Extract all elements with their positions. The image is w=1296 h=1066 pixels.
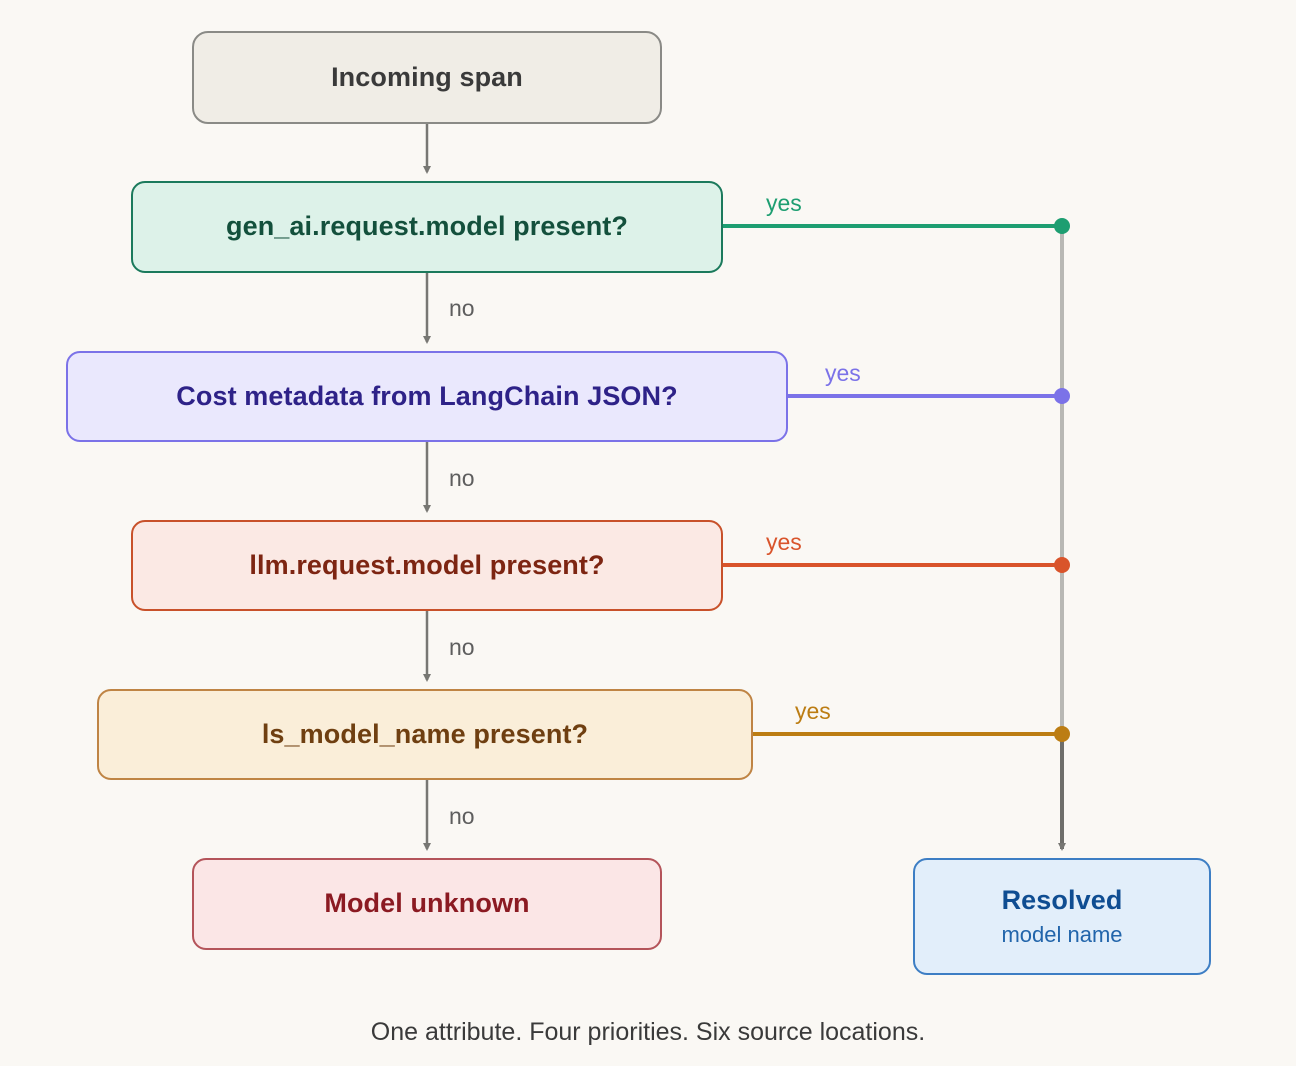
- node-genai-request-model[interactable]: gen_ai.request.model present?: [131, 181, 723, 273]
- edge-yes-4-endpoint: [1054, 726, 1070, 742]
- edge-label-yes-llm: yes: [766, 529, 802, 555]
- node-model-unknown[interactable]: Model unknown: [192, 858, 662, 950]
- edge-yes-2-endpoint: [1054, 388, 1070, 404]
- edge-yes-3-endpoint: [1054, 557, 1070, 573]
- edge-label-yes-ls: yes: [795, 698, 831, 724]
- edge-yes-1-endpoint: [1054, 218, 1070, 234]
- node-model-unknown-label: Model unknown: [324, 888, 530, 919]
- node-cost-metadata-langchain[interactable]: Cost metadata from LangChain JSON?: [66, 351, 788, 442]
- node-incoming-span-label: Incoming span: [331, 61, 523, 92]
- edge-label-yes-genai: yes: [766, 190, 802, 216]
- edge-label-no-cost: no: [449, 465, 475, 491]
- node-cost-metadata-langchain-label: Cost metadata from LangChain JSON?: [176, 380, 678, 411]
- edge-label-no-ls: no: [449, 803, 475, 829]
- edge-label-yes-cost: yes: [825, 360, 861, 386]
- node-llm-request-model-label: llm.request.model present?: [249, 549, 605, 580]
- node-llm-request-model[interactable]: llm.request.model present?: [131, 520, 723, 611]
- diagram-caption: One attribute. Four priorities. Six sour…: [370, 1018, 926, 1046]
- node-resolved-subtitle: model name: [1001, 922, 1123, 948]
- node-resolved-title: Resolved: [1001, 885, 1123, 916]
- edge-label-no-genai: no: [449, 295, 475, 321]
- node-ls-model-name-label: ls_model_name present?: [261, 718, 589, 749]
- edge-label-no-llm: no: [449, 634, 475, 660]
- node-genai-request-model-label: gen_ai.request.model present?: [225, 211, 628, 242]
- node-resolved-model-name[interactable]: Resolved model name: [913, 858, 1211, 975]
- node-incoming-span[interactable]: Incoming span: [192, 31, 662, 124]
- node-ls-model-name[interactable]: ls_model_name present?: [97, 689, 753, 780]
